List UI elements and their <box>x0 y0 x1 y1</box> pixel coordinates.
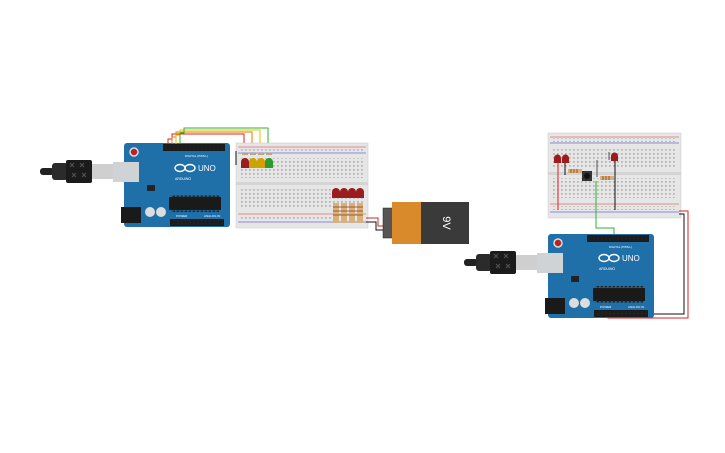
led-yellow[interactable] <box>249 153 257 168</box>
arduino-uno-board-2[interactable]: UNO ARDUINO DIGITAL (PWM~) POWER ANALOG … <box>537 234 654 318</box>
brand-text: ARDUINO <box>175 177 191 181</box>
power-jack <box>121 207 141 223</box>
arduino-logo-icon <box>598 253 620 263</box>
resistor-array[interactable] <box>333 203 363 223</box>
signal-wires[interactable] <box>167 127 269 158</box>
led-group-top[interactable] <box>235 151 273 168</box>
power-label: POWER <box>600 305 612 309</box>
uno-logo-text: UNO <box>198 164 216 173</box>
battery-9v[interactable]: 9V <box>382 202 469 244</box>
breadboard-2-jumpers[interactable] <box>557 152 616 210</box>
led-right[interactable] <box>611 152 618 162</box>
led-red[interactable] <box>241 153 249 168</box>
digital-label: DIGITAL (PWM~) <box>609 245 632 249</box>
arduino-logo-icon <box>174 163 196 173</box>
resistor-2[interactable] <box>600 176 614 180</box>
microcontroller-chip <box>169 197 221 210</box>
usb-cable[interactable] <box>40 160 114 183</box>
led-group-bottom[interactable] <box>332 188 364 223</box>
uno-logo-text: UNO <box>622 254 640 263</box>
battery-label: 9V <box>440 216 452 230</box>
usb-port <box>537 253 563 273</box>
brand-text: ARDUINO <box>599 267 615 271</box>
usb-port <box>113 162 139 182</box>
power-jack <box>545 298 565 314</box>
analog-label: ANALOG IN <box>204 214 220 218</box>
circuit-2[interactable]: UNO ARDUINO DIGITAL (PWM~) POWER ANALOG … <box>464 132 689 319</box>
analog-label: ANALOG IN <box>628 305 644 309</box>
reset-button[interactable] <box>553 238 563 248</box>
resistor-1[interactable] <box>568 169 582 173</box>
usb-cable-2[interactable] <box>464 251 538 274</box>
microcontroller-chip <box>593 288 645 301</box>
arduino-uno-board[interactable]: UNO ARDUINO DIGITAL (PWM~) POWER ANALOG … <box>113 143 230 227</box>
push-button[interactable] <box>582 171 592 181</box>
reset-button[interactable] <box>129 147 139 157</box>
led-pair-left[interactable] <box>554 154 569 163</box>
led-yellow-2[interactable] <box>257 153 265 168</box>
digital-label: DIGITAL (PWM~) <box>185 154 208 158</box>
power-label: POWER <box>176 214 188 218</box>
circuit-1[interactable]: UNO ARDUINO DIGITAL (PWM~) POWER ANALOG … <box>40 127 469 244</box>
led-green[interactable] <box>265 153 273 168</box>
